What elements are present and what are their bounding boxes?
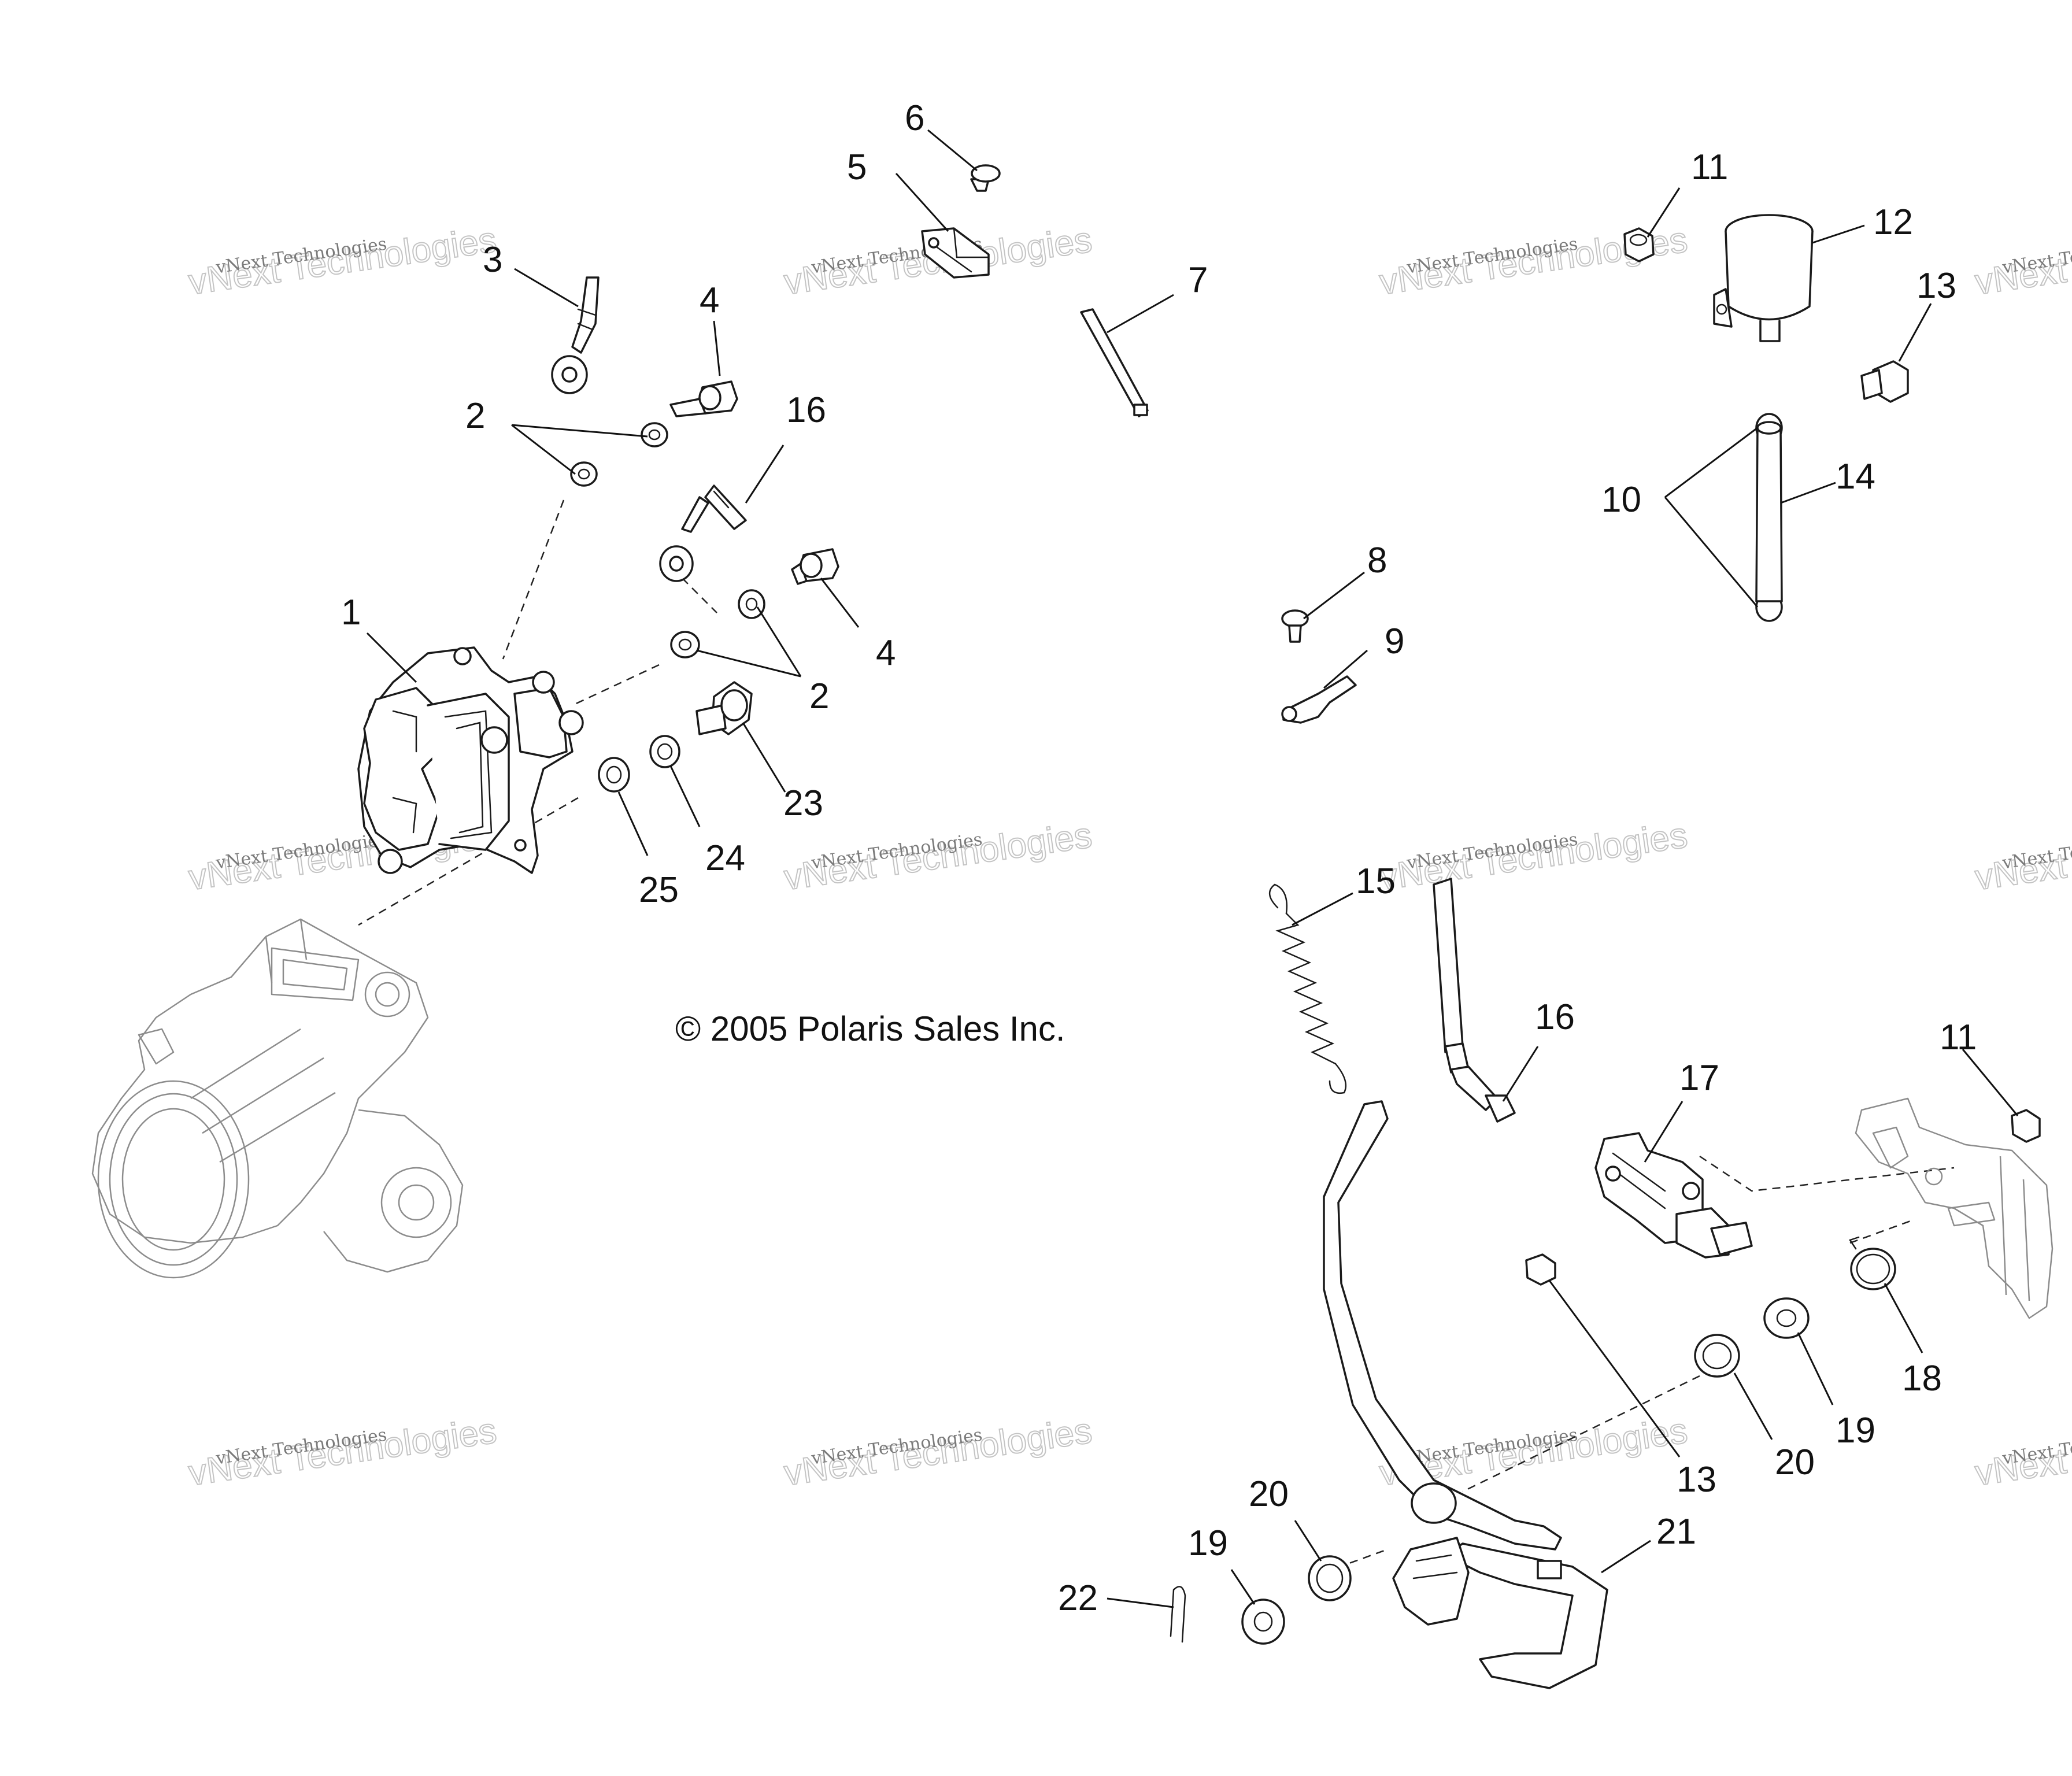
callout-11: 11 (1940, 1018, 1977, 1057)
watermark-tile: vNext Technologies vNext Technologies (1972, 219, 2072, 303)
bracket-part-5 (921, 227, 990, 279)
watermark-tile: vNext Technologies vNext Technologies (1377, 815, 1690, 898)
washer-part-25 (598, 757, 630, 793)
callout-labels: 1 2 2 3 4 4 5 6 7 8 9 10 11 11 12 13 13 … (341, 98, 1977, 1618)
callout-3: 3 (483, 240, 502, 280)
banjo-bolt-part-4 (791, 548, 839, 585)
callout-8: 8 (1367, 541, 1387, 580)
washer-part-19 (1241, 1599, 1285, 1645)
washer-hole (578, 468, 590, 480)
callout-7: 7 (1188, 260, 1208, 300)
master-cylinder-part-17 (1594, 1132, 1753, 1259)
washer-hole (745, 597, 758, 611)
pedal-bracket-ghost (1855, 1097, 2054, 1319)
mounting-bolt-part-23 (695, 681, 753, 735)
nut-part-11 (2011, 1109, 2041, 1143)
watermark-tile: vNext Technologies vNext Technologies (186, 1410, 500, 1494)
rod-part-7 (1080, 308, 1149, 417)
washer-part-24 (649, 735, 680, 768)
washer-part-2 (670, 631, 700, 658)
bushing-part-20 (1694, 1334, 1740, 1378)
banjo-bolt-part-4 (669, 380, 738, 417)
callout-2: 2 (465, 396, 485, 436)
axle-housing-ghost (91, 918, 464, 1279)
hose-part-14 (1755, 421, 1783, 602)
callout-9: 9 (1385, 621, 1404, 661)
brake-line-part-16 (1433, 878, 1516, 1123)
callout-19: 19 (1188, 1523, 1228, 1563)
callout-20: 20 (1249, 1474, 1289, 1514)
callout-4: 4 (876, 633, 896, 673)
callout-13: 13 (1916, 266, 1956, 306)
screw-part-6 (970, 164, 1001, 192)
callout-23: 23 (783, 783, 823, 823)
clip-part-9 (1281, 675, 1357, 724)
cotter-pin-part-22 (1170, 1586, 1186, 1643)
brake-caliper (357, 646, 584, 874)
callout-18: 18 (1902, 1359, 1942, 1398)
callout-24: 24 (705, 838, 745, 878)
callout-1: 1 (341, 593, 361, 632)
spring-part-15 (1269, 883, 1347, 1094)
copyright-notice: © 2005 Polaris Sales Inc. (675, 1009, 1065, 1048)
callout-2: 2 (809, 676, 829, 716)
washer-hole (648, 429, 661, 441)
callout-21: 21 (1656, 1512, 1696, 1552)
washer-part-2 (641, 422, 668, 447)
callout-22: 22 (1058, 1578, 1098, 1618)
callout-16: 16 (786, 390, 826, 430)
washer-part-2 (738, 589, 765, 619)
bolt-part-13 (1525, 1253, 1556, 1286)
callout-6: 6 (905, 98, 924, 138)
callout-15: 15 (1356, 861, 1396, 901)
callout-10: 10 (1601, 480, 1641, 520)
callout-14: 14 (1836, 457, 1875, 497)
bushing-part-20 (1308, 1555, 1352, 1601)
washer-part-2 (570, 461, 598, 487)
watermark-tile: vNext Technologies vNext Technologies (1972, 815, 2072, 898)
return-spring-part-18 (1849, 1236, 1896, 1290)
callout-25: 25 (639, 870, 679, 910)
leader-lines (366, 129, 2019, 1608)
callout-5: 5 (847, 147, 867, 187)
nut-part-11 (1623, 227, 1655, 262)
callout-11: 11 (1691, 147, 1728, 187)
reservoir-part-12 (1713, 214, 1814, 342)
callout-16: 16 (1535, 997, 1575, 1037)
watermark-tile: vNext Technologies vNext Technologies (1972, 1410, 2072, 1494)
callout-12: 12 (1873, 202, 1913, 242)
watermark-tile: vNext Technologies vNext Technologies (781, 815, 1095, 898)
washer-part-19 (1763, 1297, 1810, 1339)
screw-part-8 (1281, 609, 1309, 643)
washer-hole (657, 743, 673, 760)
bolt-part-13 (1860, 360, 1909, 403)
brake-hose-part-16 (659, 484, 747, 582)
watermark-tile: vNext Technologies vNext Technologies (186, 219, 500, 303)
watermark-tile: vNext Technologies vNext Technologies (781, 1410, 1095, 1494)
washer-hole (606, 765, 622, 784)
assembly-lines (358, 500, 1955, 1574)
callout-4: 4 (700, 280, 719, 320)
callout-20: 20 (1775, 1442, 1815, 1482)
brake-pedal-part-21 (1323, 1100, 1608, 1689)
washer-hole (678, 638, 692, 651)
callout-19: 19 (1836, 1411, 1875, 1451)
callout-17: 17 (1679, 1058, 1719, 1098)
callout-13: 13 (1677, 1460, 1716, 1500)
brake-hose-part-3 (551, 276, 600, 394)
